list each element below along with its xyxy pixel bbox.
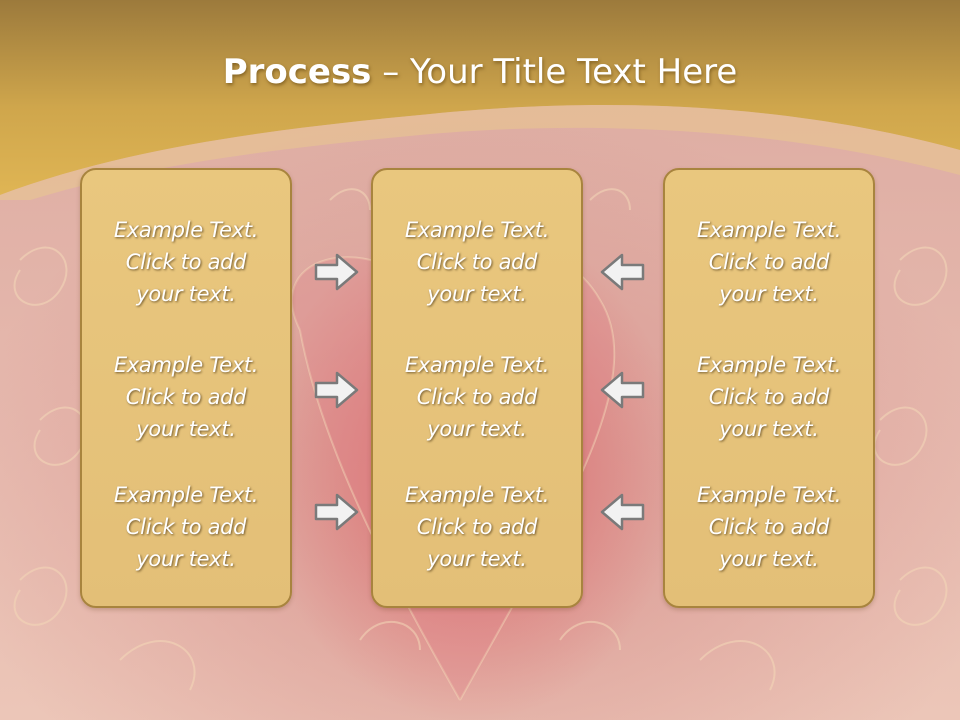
left-box-text-3[interactable]: Example Text. Click to add your text. — [113, 483, 259, 571]
left-arrow-icon — [600, 371, 645, 409]
right-arrow-icon — [314, 253, 359, 291]
center-box-text-2[interactable]: Example Text. Click to add your text. — [404, 353, 550, 441]
center-box-text-1[interactable]: Example Text. Click to add your text. — [404, 218, 550, 306]
right-process-box[interactable]: Example Text. Click to add your text. Ex… — [663, 168, 875, 608]
right-arrow-icon — [314, 493, 359, 531]
right-arrow-icon — [314, 371, 359, 409]
center-process-box[interactable]: Example Text. Click to add your text. Ex… — [371, 168, 583, 608]
right-box-text-1[interactable]: Example Text. Click to add your text. — [696, 218, 842, 306]
left-arrow-icon — [600, 493, 645, 531]
left-process-box[interactable]: Example Text. Click to add your text. Ex… — [80, 168, 292, 608]
right-box-text-3[interactable]: Example Text. Click to add your text. — [696, 483, 842, 571]
slide-title[interactable]: Process – Your Title Text Here — [0, 52, 960, 92]
left-box-text-1[interactable]: Example Text. Click to add your text. — [113, 218, 259, 306]
left-box-text-2[interactable]: Example Text. Click to add your text. — [113, 353, 259, 441]
header-band — [0, 0, 960, 200]
center-box-text-3[interactable]: Example Text. Click to add your text. — [404, 483, 550, 571]
left-arrow-icon — [600, 253, 645, 291]
title-bold: Process — [222, 52, 372, 92]
title-rest: – Your Title Text Here — [371, 52, 738, 92]
right-box-text-2[interactable]: Example Text. Click to add your text. — [696, 353, 842, 441]
